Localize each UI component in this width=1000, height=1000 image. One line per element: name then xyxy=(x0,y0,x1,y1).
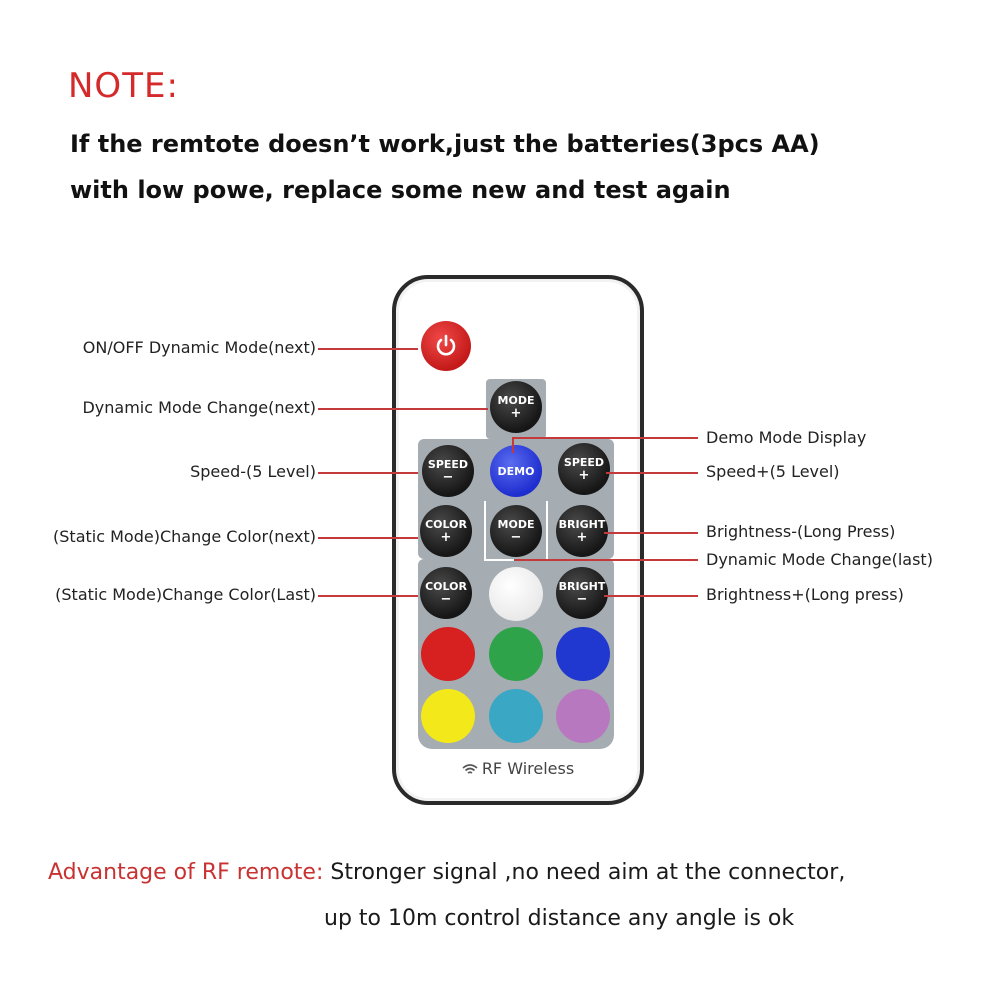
speed-minus-label: SPEED xyxy=(427,458,469,471)
annotation-line-speed-plus xyxy=(606,472,698,474)
note-line-1: If the remtote doesn’t work,just the bat… xyxy=(70,130,820,158)
wifi-icon xyxy=(462,763,478,774)
bright-minus-sign: − xyxy=(576,592,588,607)
mode-plus-button[interactable]: MODE + xyxy=(490,381,542,433)
annotation-line-mode-minus xyxy=(514,559,698,561)
annotation-line-demo-vertical xyxy=(512,437,514,453)
annotation-power: ON/OFF Dynamic Mode(next) xyxy=(82,338,316,357)
annotation-line-color-plus xyxy=(318,537,418,539)
advantage-text: Stronger signal ,no need aim at the conn… xyxy=(323,860,846,885)
rf-remote: MODE + SPEED − DEMO SPEED + COLOR + MODE… xyxy=(392,275,644,805)
advantage-label: Advantage of RF remote: xyxy=(48,860,324,885)
bright-plus-sign: + xyxy=(576,530,588,545)
bright-minus-button[interactable]: BRIGHT − xyxy=(556,567,608,619)
rf-wireless-label-row: RF Wireless xyxy=(396,759,640,778)
demo-button[interactable]: DEMO xyxy=(490,445,542,497)
mode-plus-label: MODE xyxy=(497,394,535,407)
annotation-bright-plus: Brightness-(Long Press) xyxy=(706,522,896,541)
color-minus-sign: − xyxy=(440,592,452,607)
advantage-line-1: Advantage of RF remote: Stronger signal … xyxy=(48,860,845,885)
mode-minus-button[interactable]: MODE − xyxy=(490,505,542,557)
annotation-line-color-minus xyxy=(318,595,418,597)
bright-plus-label: BRIGHT xyxy=(558,518,606,531)
annotation-speed-plus: Speed+(5 Level) xyxy=(706,462,840,481)
red-color-button[interactable] xyxy=(421,627,475,681)
speed-minus-button[interactable]: SPEED − xyxy=(422,445,474,497)
annotation-demo: Demo Mode Display xyxy=(706,428,867,447)
annotation-line-demo xyxy=(512,437,698,439)
annotation-mode-minus: Dynamic Mode Change(last) xyxy=(706,550,933,569)
color-plus-sign: + xyxy=(440,530,452,545)
power-button[interactable] xyxy=(421,321,471,371)
annotation-line-bright-minus xyxy=(604,595,698,597)
speed-minus-sign: − xyxy=(442,470,454,485)
cyan-color-button[interactable] xyxy=(489,689,543,743)
speed-plus-button[interactable]: SPEED + xyxy=(558,443,610,495)
color-minus-button[interactable]: COLOR − xyxy=(420,567,472,619)
mode-minus-sign: − xyxy=(510,530,522,545)
mode-plus-sign: + xyxy=(510,406,522,421)
rf-wireless-label: RF Wireless xyxy=(481,759,575,778)
speed-plus-label: SPEED xyxy=(563,456,605,469)
demo-label: DEMO xyxy=(497,464,535,478)
bright-plus-button[interactable]: BRIGHT + xyxy=(556,505,608,557)
color-minus-label: COLOR xyxy=(425,580,467,593)
yellow-color-button[interactable] xyxy=(421,689,475,743)
note-title: NOTE: xyxy=(68,66,179,106)
blue-color-button[interactable] xyxy=(556,627,610,681)
annotation-color-plus: (Static Mode)Change Color(next) xyxy=(53,527,316,546)
white-color-button[interactable] xyxy=(489,567,543,621)
advantage-line-2: up to 10m control distance any angle is … xyxy=(324,906,795,931)
annotation-line-mode-plus xyxy=(318,408,488,410)
green-color-button[interactable] xyxy=(489,627,543,681)
color-plus-button[interactable]: COLOR + xyxy=(420,505,472,557)
annotation-mode-plus: Dynamic Mode Change(next) xyxy=(82,398,316,417)
color-plus-label: COLOR xyxy=(425,518,467,531)
speed-plus-sign: + xyxy=(578,468,590,483)
annotation-line-bright-plus xyxy=(604,532,698,534)
annotation-line-power xyxy=(318,348,418,350)
note-line-2: with low powe, replace some new and test… xyxy=(70,176,731,204)
annotation-speed-minus: Speed-(5 Level) xyxy=(190,462,316,481)
annotation-line-speed-minus xyxy=(318,472,418,474)
purple-color-button[interactable] xyxy=(556,689,610,743)
bright-minus-label: BRIGHT xyxy=(558,580,606,593)
annotation-bright-minus: Brightness+(Long press) xyxy=(706,585,904,604)
mode-minus-label: MODE xyxy=(497,518,535,531)
annotation-color-minus: (Static Mode)Change Color(Last) xyxy=(55,585,316,604)
power-icon xyxy=(436,334,456,356)
